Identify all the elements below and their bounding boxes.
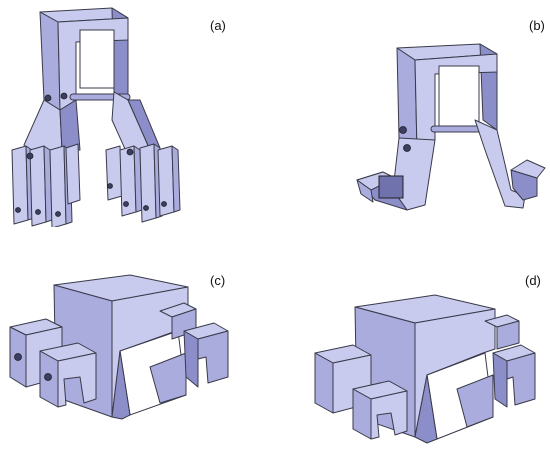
- base-block-variant-drawing: [314, 294, 536, 444]
- panel-label: (d): [525, 273, 541, 288]
- panel-c: (c): [0, 227, 275, 454]
- panel-b: (b): [275, 0, 550, 227]
- panel-a: (a): [0, 0, 275, 227]
- panel-label: (b): [529, 18, 545, 33]
- gripper-fingers-drawing: [11, 7, 181, 227]
- gripper-closed-drawing: [356, 43, 546, 211]
- panel-d: (d): [275, 227, 550, 454]
- base-block-drawing: [9, 274, 229, 420]
- panel-label: (c): [210, 273, 226, 288]
- panel-label: (a): [210, 18, 226, 33]
